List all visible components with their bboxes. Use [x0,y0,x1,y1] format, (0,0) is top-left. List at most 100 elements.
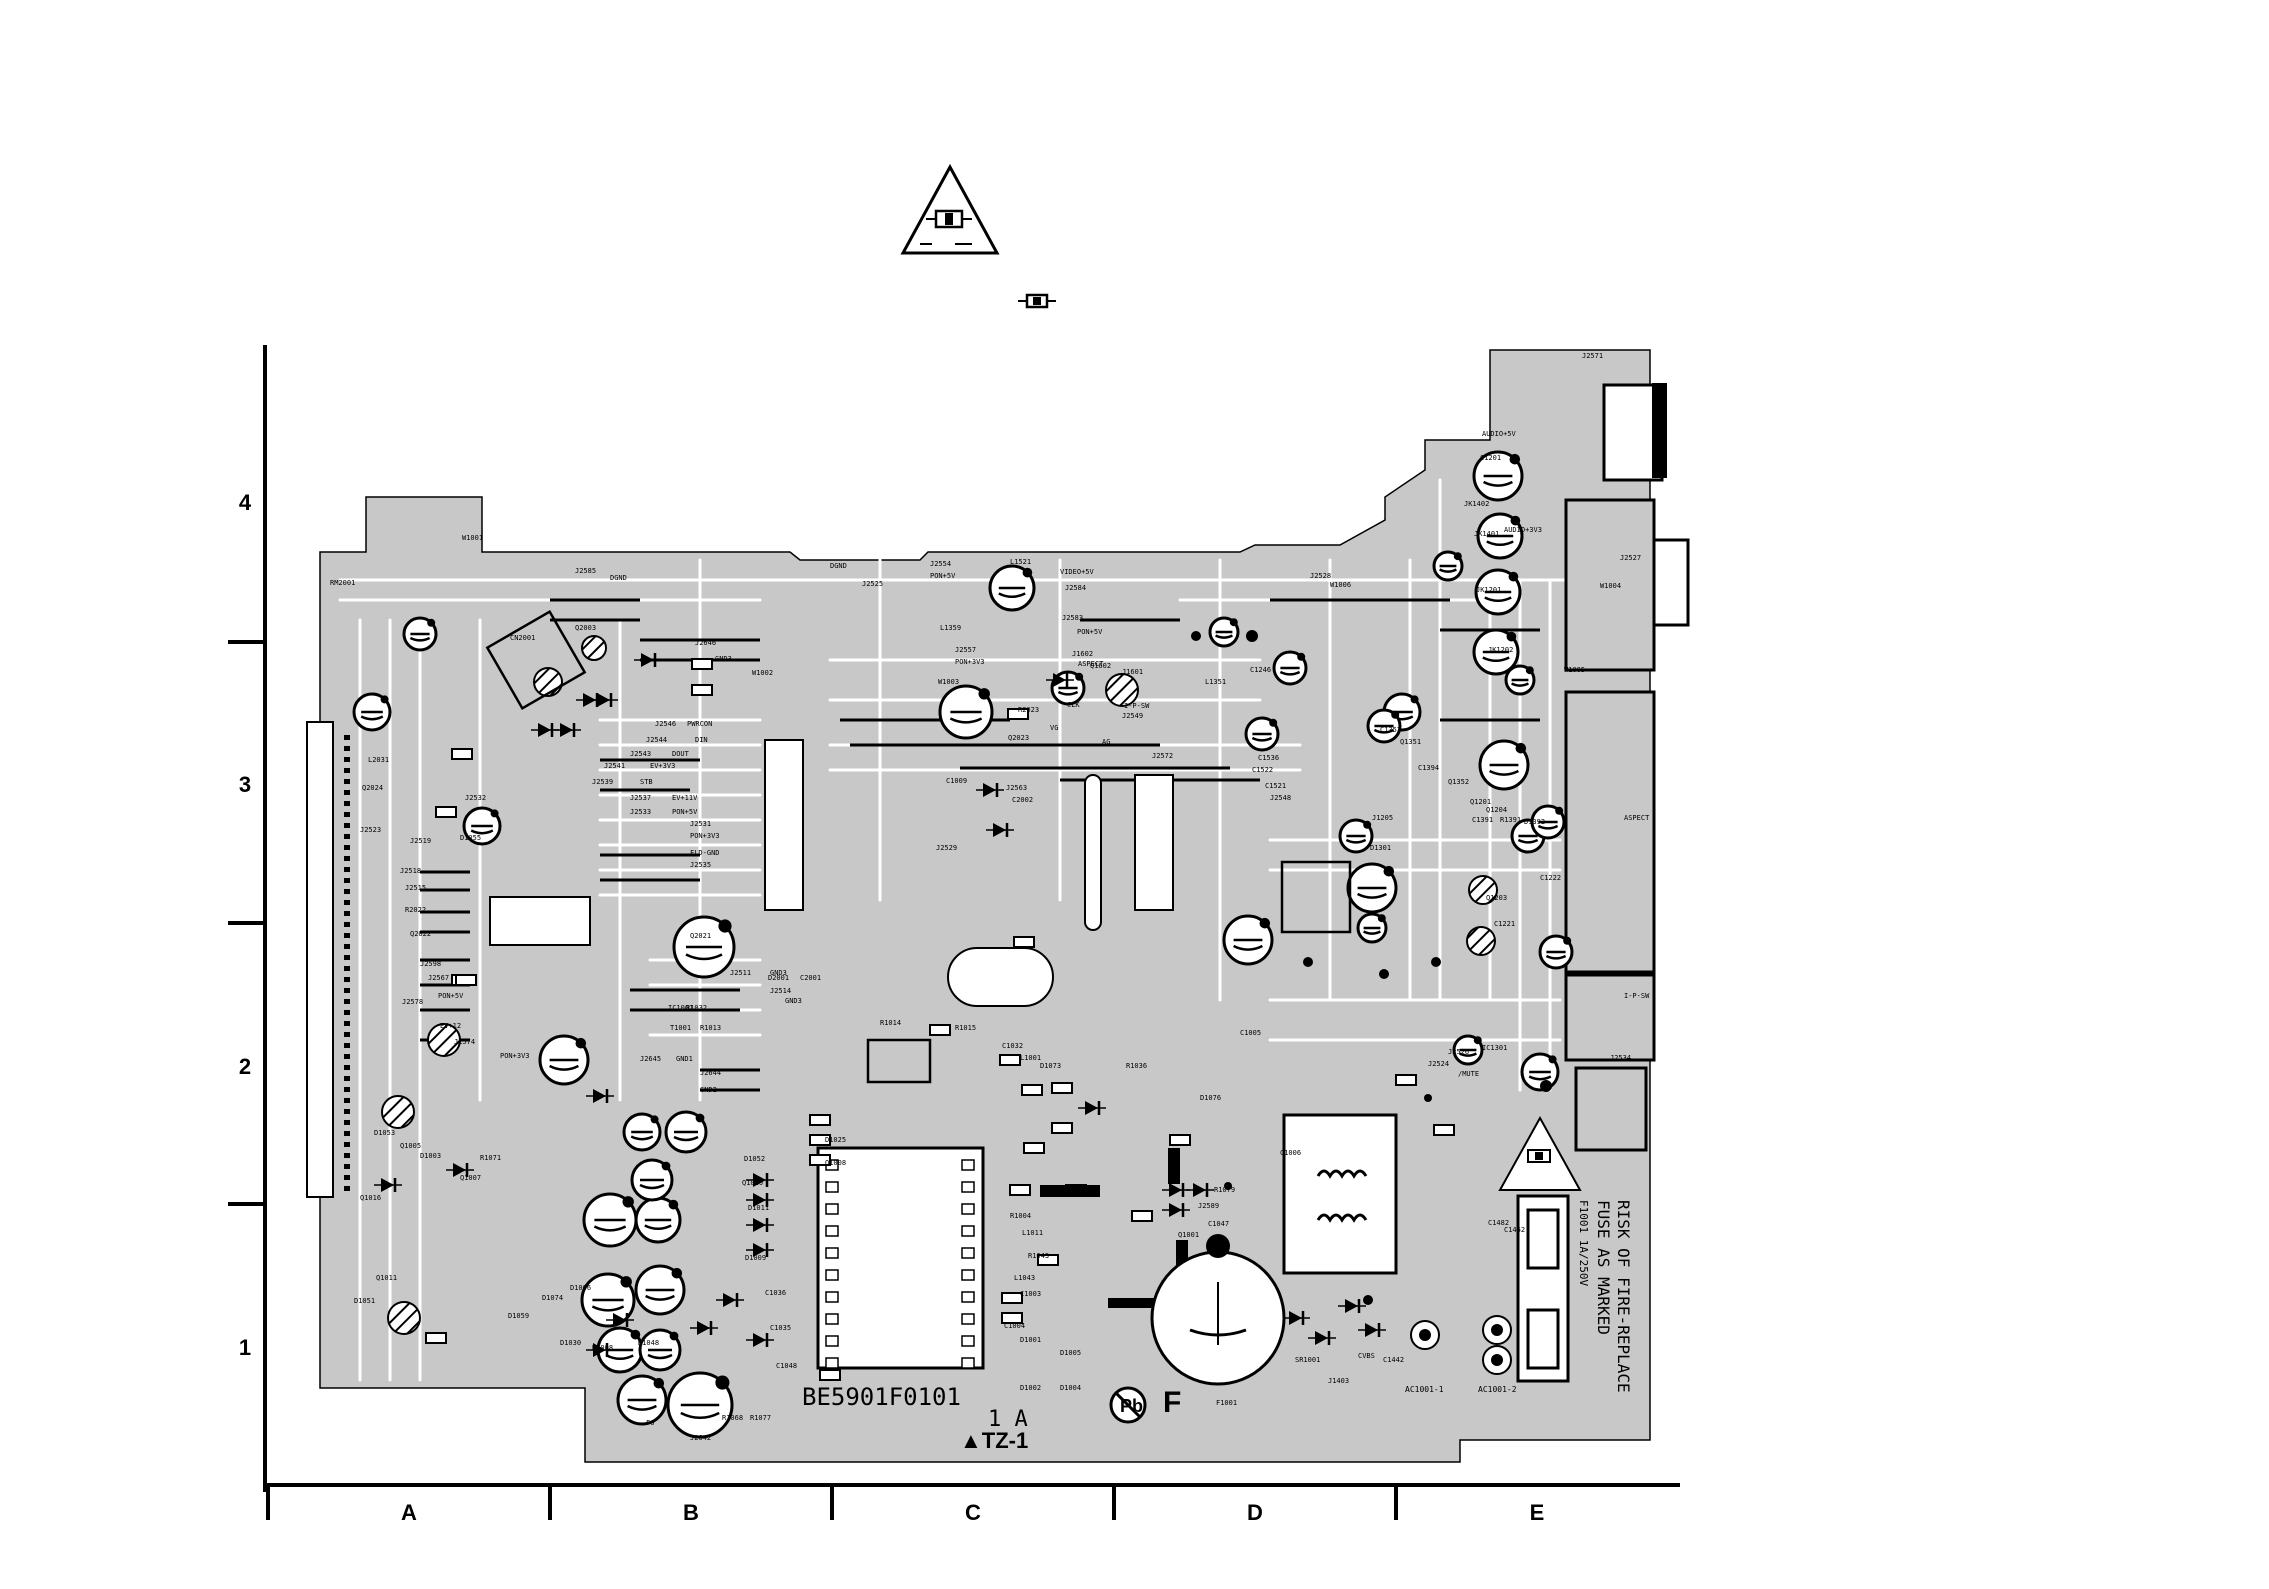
net-label: J2526 [1448,1048,1469,1056]
net-label: C1352 [1380,726,1401,734]
net-label: VIDEO+5V [1060,568,1095,576]
net-label: W1002 [752,669,773,677]
net-label: IC1301 [1482,1044,1507,1052]
net-label: J2518 [400,867,421,875]
net-label: R1004 [1010,1212,1031,1220]
net-label: J2511 [730,969,751,977]
net-label: Q1016 [360,1194,381,1202]
net-label: D1053 [374,1129,395,1137]
net-label: D1052 [744,1155,765,1163]
net-label: D1059 [508,1312,529,1320]
net-label: CN2001 [510,634,535,642]
net-label: J2583 [1062,614,1083,622]
net-label: GND2 [700,1086,717,1094]
net-label: JK1402 [1464,500,1489,508]
net-label: Q1001 [1178,1231,1199,1239]
net-label: PON+5V [438,992,464,1000]
column-label-c: C [965,1500,981,1525]
net-label: C1394 [1418,764,1439,772]
net-label: AUDIO+5V [1482,430,1517,438]
net-label: C1522 [1252,766,1273,774]
net-label: J1601 [1122,668,1143,676]
net-label: C1521 [1265,782,1286,790]
net-label: R1068 [722,1414,743,1422]
net-label: R2023 [1018,706,1039,714]
net-label: J2541 [604,762,625,770]
net-label: R1079 [1214,1186,1235,1194]
trace-network [338,478,1642,1382]
net-label: C1003 [1020,1290,1041,1298]
net-label: L1001 [1020,1054,1041,1062]
net-label: Q1008 [825,1159,846,1167]
net-label: EV+11V [672,794,698,802]
net-label: Q1602 [1090,662,1111,670]
net-label: C1482 [1488,1219,1509,1227]
net-label: D1001 [1020,1336,1041,1344]
net-label: L1043 [1014,1274,1035,1282]
net-label: Q1352 [1448,778,1469,786]
net-label: DIN [695,736,708,744]
ac-input-1-label: AC1001-1 [1405,1385,1444,1394]
row-label-1: 1 [239,1335,251,1360]
net-label: Q1007 [460,1174,481,1182]
fuse-holder-f1001 [1516,1194,1570,1383]
grid-frame [228,345,1680,1520]
board-slots [947,774,1102,1007]
column-label-e: E [1530,1500,1545,1525]
net-label: DOUT [672,750,690,758]
net-label: D1030 [560,1339,581,1347]
net-label: EV+3V3 [650,762,675,770]
net-label: W1004 [1600,582,1621,590]
jack-jk1201 [1564,690,1656,974]
net-label: Q1203 [1486,894,1507,902]
net-label: D1074 [542,1294,563,1302]
net-label: Q2022 [410,930,431,938]
net-label: C1005 [1240,1029,1261,1037]
net-label: J2527 [1620,554,1641,562]
net-label: J2578 [402,998,423,1006]
net-label: L1351 [1205,678,1226,686]
net-label: JK1401 [1474,530,1499,538]
net-label: ASPECT [1078,660,1104,668]
net-label: Q2024 [362,784,383,792]
fuse-warning-text: RISK OF FIRE-REPLACE FUSE AS MARKED F100… [1577,1200,1633,1393]
net-label: J2546 [655,720,676,728]
transformer-t1001 [816,1146,985,1370]
net-label: D1004 [1060,1384,1081,1392]
net-label: J2544 [646,736,667,744]
net-label: Q1005 [400,1142,421,1150]
net-label: D1002 [1020,1384,1041,1392]
net-label: R1071 [480,1154,501,1162]
jack-jk1202 [1564,973,1656,1062]
net-label: D1076 [1200,1094,1221,1102]
net-label: J2537 [630,794,651,802]
net-label: C2001 [800,974,821,982]
net-label: J2535 [690,861,711,869]
net-label: C1032 [1002,1042,1023,1050]
net-label: J2534 [1610,1054,1631,1062]
fuse-icon [1018,293,1056,309]
net-label: J1602 [1072,650,1093,658]
net-label: D1051 [354,1297,375,1305]
net-label: FLD-GND [690,849,720,857]
svg-text:Pb: Pb [1120,1396,1143,1416]
net-label: T1001 [670,1024,691,1032]
net-label: PON+3V3 [955,658,985,666]
ic-outlines [485,609,1352,1084]
net-label: R1014 [880,1019,901,1027]
net-label: J2533 [630,808,651,816]
net-label: L1011 [1022,1229,1043,1237]
net-label: C1462 [1504,1226,1525,1234]
ac-inputs: AC1001-1 AC1001-2 [1405,1315,1517,1394]
net-label: D1073 [1040,1062,1061,1070]
net-label: C1222 [1540,874,1561,882]
net-label: GND1 [676,1055,693,1063]
net-label: PON+3V3 [500,1052,530,1060]
net-label: J2524 [1428,1060,1449,1068]
net-label: D1301 [1370,844,1391,852]
column-label-d: D [1247,1500,1263,1525]
net-label: STB [640,778,653,786]
net-label: EV+12 [440,1022,461,1030]
net-label: J2532 [465,794,486,802]
